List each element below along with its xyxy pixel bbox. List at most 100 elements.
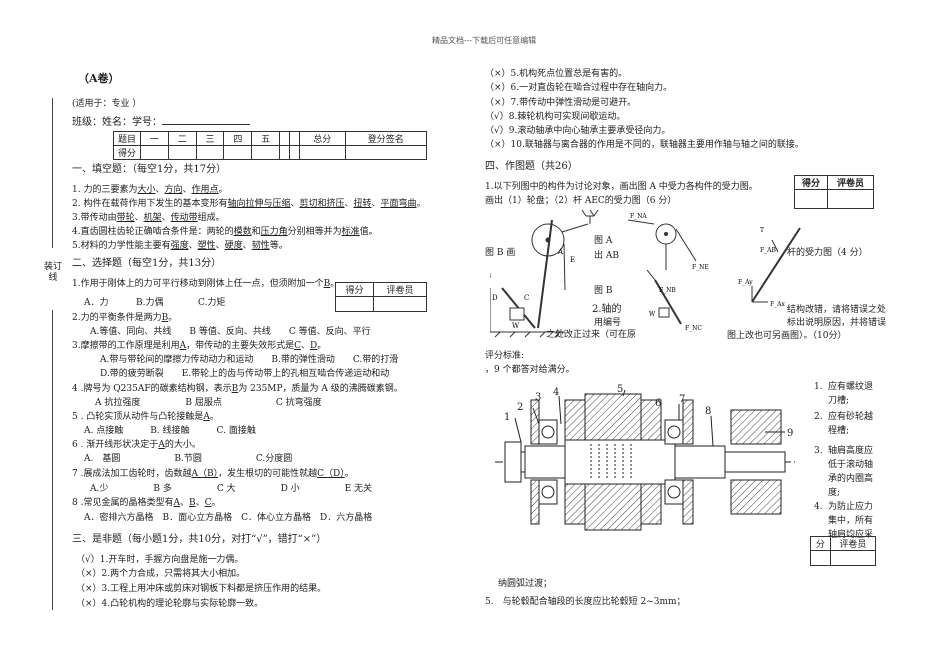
section4-q1-line2: 画出（1）轮盘；（2）杆 AEC的受力图（6 分） [485,196,677,206]
truefalse-item-6: （×）6.一对直齿轮在啮合过程中存在轴向力。 [485,83,673,93]
section4-heading: 四、作图题（共26） [485,161,578,172]
force-label-fax: F_Ax [770,301,785,308]
section3-heading: 三、是非题（每小题1分，共10分，对打“√”，错打“×”） [72,534,327,545]
section2-q6: 6 . 渐开线形状决定于A的大小。 [72,440,201,450]
score-cell[interactable] [251,145,281,160]
fig-text-right-1: 杆的受力图（4 分） [787,248,868,258]
shaft-callout-5: 5 [617,384,623,395]
score-cell[interactable] [288,145,300,160]
score-table-header-row: 题目 一 二 三 四 五 总分 登分签名 [113,131,428,146]
grader-label: 评卷员 [827,175,874,190]
force-label-fab: F_AB [760,247,776,254]
score-cell [288,131,300,146]
fig-text-mid-2: 出 AB [594,251,619,261]
section1-q1: 1. 力的三要素为大小、方向、作用点。 [72,185,228,195]
score-cell[interactable] [140,145,169,160]
section2-q4-opts: A 抗拉强度 B 屈服点 C 抗弯强度 [95,398,322,408]
force-label-fay: F_Ay [738,279,753,286]
score-box-value[interactable] [810,550,831,566]
score-cell[interactable] [279,145,290,160]
shaft-callout-7: 7 [679,394,685,405]
section2-q1-opt-c: C.力矩 [198,298,226,308]
score-cell: 三 [195,131,225,146]
score-cell [279,131,290,146]
student-id-blank[interactable] [162,124,250,125]
grader-value[interactable] [827,189,874,209]
section2-q2-opts: A.等值、同向、共线 B 等值、反向、共线 C 等值、反向、平行 [90,327,371,337]
truefalse-item-4: （×）4.凸轮机构的理论轮廓与实际轮廓一致。 [76,599,264,609]
section4-score-box-2: 分评卷员 [810,536,877,566]
binding-margin-label: 装订线 [43,262,62,283]
section2-q1-opt-a: A．力 [84,298,109,308]
section1-heading: 一、填空题：（每空1分，共17分） [72,164,227,175]
section1-q2: 2. 构件在载荷作用下发生的基本变形有轴向拉伸与压缩、剪切和挤压、扭转、平面弯曲… [72,199,426,209]
section2-q3-opts-line1: A.带与带轮间的摩擦力传动动力和运动 B.带的弹性滑动 C.带的打滑 [100,355,399,365]
figure-a-mechanism: B A D C E W [490,210,599,338]
score-cell[interactable] [298,145,346,160]
section2-q1: 1.作用于刚体上的力可平行移动到刚体上任一点，但须附加一个B。 [72,279,340,289]
score-cell[interactable] [167,145,197,160]
student-info: 班级：姓名：学号： [72,113,250,128]
force-label-fne: F_NE [692,264,709,271]
section2-q8-opts: A．密排六方晶格 B．面心立方晶格 C．体心立方晶格 D．六方晶格 [84,513,373,523]
note-3: 轴肩高度应低于滚动轴承的内圈高度; [828,446,874,498]
criteria-title: 评分标准: [485,351,525,361]
score-cell: 一 [140,131,169,146]
binding-line-top [52,98,53,248]
note-4: 为防止应力集中，所有轴肩均应采 [828,502,874,540]
figure-rod-right-fbd: T F_AB F_Ay F_Ax [738,227,801,308]
section1-q5: 5.材料的力学性能主要有强度、塑性、硬度、韧性等。 [72,241,288,251]
score-cell[interactable] [223,145,253,160]
grader-value[interactable] [373,296,427,312]
section2-q6-opts: A. 基圆 B.节圆 C.分度圆 [84,454,293,464]
section2-score-box: 得分评卷员 [334,282,427,312]
shaft-assembly-drawing: 1 2 3 4 5 6 7 8 9 [495,384,795,531]
student-info-label: 班级：姓名：学号： [72,117,162,128]
truefalse-item-2: （×）2.两个力合成，只需将其大小相加。 [76,569,246,579]
fig-a-label-W: W [512,322,520,330]
section1-q3: 3.带传动由带轮、机架、传动带组成。 [72,213,225,223]
truefalse-item-9: （√）9.滚动轴承中向心轴承主要承受径向力。 [485,126,671,136]
section2-q5-opts: A. 点接触 B. 线接触 C. 面接触 [84,426,256,436]
section2-q2: 2.力的平衡条件是两力B。 [72,313,178,323]
shaft-callout-6: 6 [655,398,661,409]
score-cell[interactable] [344,145,428,160]
section2-q1-opt-b: B.力偶 [136,298,164,308]
note-4-continued: 纳圆弧过渡； [498,579,553,589]
score-box-label: 得分 [793,175,829,190]
fig-text-left-2: 图 B [594,286,613,296]
section2-q4: 4 .牌号为 Q235AF的碳素结构钢，表示B为 235MP，质量为 A 级的沸… [72,384,403,394]
shaft-callout-2: 2 [517,402,523,413]
shaft-callout-9: 9 [787,428,793,439]
note-number-3: 3. [814,446,823,456]
exam-title: （A卷） [78,72,120,85]
score-cell: 四 [223,131,253,146]
truefalse-item-7: （×）7.带传动中弹性滑动是可避开。 [485,98,637,108]
score-cell[interactable] [195,145,225,160]
figure-rod-bc-fbd: F_NC F_NB W [646,270,702,332]
grader-value[interactable] [829,550,877,566]
fig-a-label-D: D [492,294,498,302]
section2-q8: 8 .常见金属的晶格类型有A、B、C。 [72,498,221,508]
section1-q4: 4.直齿圆柱齿轮正确啮合条件是：两轮的模数和压力角分别相等并为标准值。 [72,227,378,237]
score-cell: 得分 [113,145,141,160]
note-5: 5. 与轮毂配合轴段的长度应比轮毂短 2~3mm； [485,597,686,607]
truefalse-item-8: （√）8.棘轮机构可实现间歇运动。 [485,112,626,122]
section4-score-box: 得分评卷员 [793,175,874,209]
note-number-2: 2. [814,412,823,422]
applicable-line: (适用于：专业 ） [72,99,142,109]
shaft-callout-8: 8 [705,406,711,417]
figure-wheel-fbd: F_NA [628,213,677,270]
score-box-label: 分 [810,536,831,551]
note-number-1: 1. [814,382,823,392]
note-2: 应有砂轮越程槽; [828,412,874,436]
fig-text-right-2b: 标出说明原因，并将错误 [787,318,887,328]
score-cell: 总分 [298,131,346,146]
section2-heading: 二、选择题（每空1分，共13分） [72,258,222,269]
score-box-value[interactable] [793,189,829,209]
section2-q5: 5 . 凸轮实顶从动件与凸轮接触是A。 [72,412,219,422]
shaft-callout-1: 1 [504,412,510,423]
fig-a-label-C: C [524,294,529,302]
section2-q7: 7 .展成法加工齿轮时，齿数越A（B），发生根切的可能性就越C（D）。 [72,469,354,479]
score-box-value[interactable] [334,296,375,312]
